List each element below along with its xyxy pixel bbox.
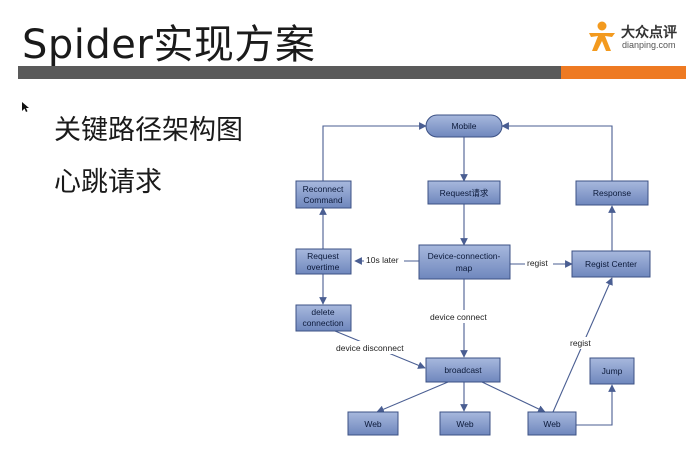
- dianping-logo: 大众点评 dianping.com: [585, 20, 685, 56]
- node-web-2: Web: [439, 411, 491, 436]
- logo-text-cn: 大众点评: [621, 25, 677, 41]
- node-reconnect-command: Reconnect Command: [295, 180, 352, 209]
- svg-text:Web: Web: [456, 419, 474, 429]
- svg-text:Response: Response: [593, 188, 632, 198]
- bullet-architecture: 关键路径架构图: [54, 115, 243, 146]
- diagram-nodes: Mobile Reconnect Command Request请求 Respo…: [295, 114, 651, 436]
- svg-text:connection: connection: [302, 318, 343, 328]
- edge-web3-jump: [576, 384, 616, 426]
- svg-text:Web: Web: [543, 419, 561, 429]
- title-divider-bar: [18, 66, 561, 79]
- svg-text:overtime: overtime: [307, 262, 340, 272]
- node-mobile: Mobile: [425, 114, 503, 138]
- node-request-overtime: Request overtime: [295, 248, 352, 275]
- svg-text:Command: Command: [303, 195, 342, 205]
- node-web-1: Web: [347, 411, 399, 436]
- node-response: Response: [575, 180, 649, 206]
- svg-text:Device-connection-: Device-connection-: [428, 251, 501, 261]
- logo-icon: [589, 21, 615, 51]
- svg-text:delete: delete: [311, 307, 334, 317]
- edge-label-regist-v: regist: [570, 338, 591, 348]
- node-regist-center: Regist Center: [571, 250, 651, 278]
- node-jump: Jump: [589, 357, 635, 385]
- node-web-3: Web: [527, 411, 577, 436]
- edge-label-device-disconnect: device disconnect: [336, 343, 404, 353]
- node-request-cn: Request请求: [427, 180, 501, 205]
- edge-broadcast-web1: [376, 381, 449, 413]
- logo-text-en: dianping.com: [622, 40, 676, 50]
- svg-text:Jump: Jump: [602, 366, 623, 376]
- edge-reconnect-mobile: [322, 122, 427, 181]
- node-delete-connection: delete connection: [295, 304, 352, 332]
- node-device-connection-map: Device-connection- map: [418, 244, 511, 280]
- svg-text:map: map: [456, 263, 473, 273]
- edge-label-regist-h: regist: [527, 258, 548, 268]
- svg-text:Reconnect: Reconnect: [303, 184, 344, 194]
- edge-response-mobile: [501, 122, 613, 181]
- svg-text:broadcast: broadcast: [444, 365, 482, 375]
- svg-text:Web: Web: [364, 419, 382, 429]
- svg-text:Mobile: Mobile: [451, 121, 476, 131]
- svg-text:Request请求: Request请求: [440, 188, 489, 198]
- bullet-heartbeat: 心跳请求: [54, 167, 162, 198]
- edge-labels: 10s later regist device connect device d…: [334, 254, 596, 354]
- node-broadcast: broadcast: [425, 357, 501, 383]
- svg-text:Regist Center: Regist Center: [585, 259, 637, 269]
- edge-broadcast-web3: [481, 381, 546, 413]
- mouse-pointer-icon: [22, 102, 29, 112]
- slide-title: Spider实现方案: [22, 22, 316, 68]
- edge-label-device-connect: device connect: [430, 312, 487, 322]
- svg-text:Request: Request: [307, 251, 339, 261]
- edge-label-10s-later: 10s later: [366, 255, 399, 265]
- title-divider-accent: [561, 66, 686, 79]
